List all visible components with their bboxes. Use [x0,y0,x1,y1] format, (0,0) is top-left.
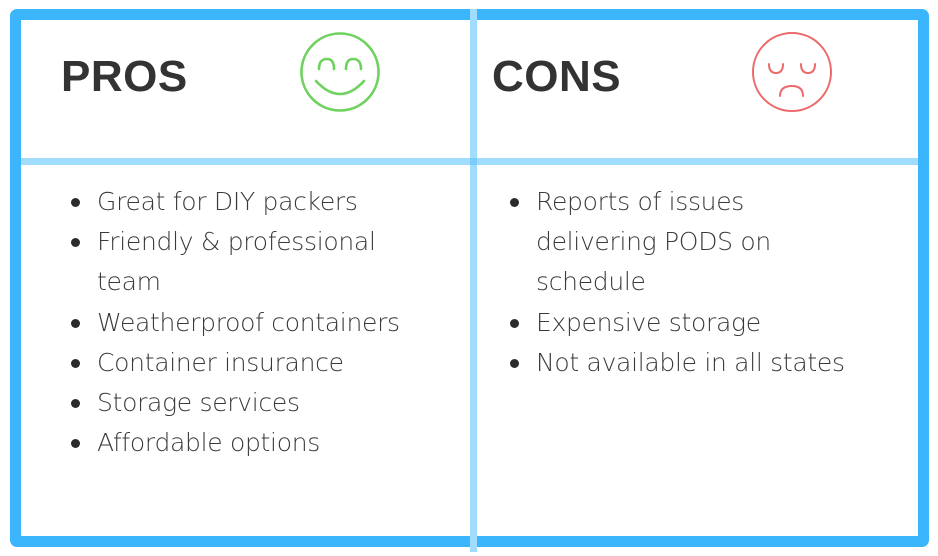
cons-heading: CONS [492,52,622,101]
pros-list: Great for DIY packers Friendly & profess… [67,182,427,463]
bullet-icon [510,318,519,328]
list-item: Great for DIY packers [67,182,427,222]
list-item: Affordable options [67,423,427,463]
horizontal-divider [21,158,918,165]
list-item: Friendly & professional team [67,222,427,302]
list-item: Container insurance [67,343,427,383]
bullet-icon [71,358,80,368]
pros-heading: PROS [61,52,188,101]
bullet-icon [71,318,80,328]
list-item: Not available in all states [506,343,846,383]
list-item: Storage services [67,383,427,423]
bullet-icon [510,358,519,368]
vertical-divider [470,9,477,552]
bullet-icon [71,399,80,409]
cons-list: Reports of issues delivering PODS on sch… [506,182,846,383]
list-item: Expensive storage [506,303,846,343]
smiley-face-icon [300,32,380,112]
list-item: Weatherproof containers [67,303,427,343]
bullet-icon [71,238,80,248]
pros-cons-table [10,9,929,552]
bullet-icon [71,198,80,207]
divider-intersection [470,158,477,165]
bullet-icon [71,439,80,449]
bullet-icon [510,198,519,207]
sad-face-icon [752,32,832,112]
list-item: Reports of issues delivering PODS on sch… [506,182,846,303]
